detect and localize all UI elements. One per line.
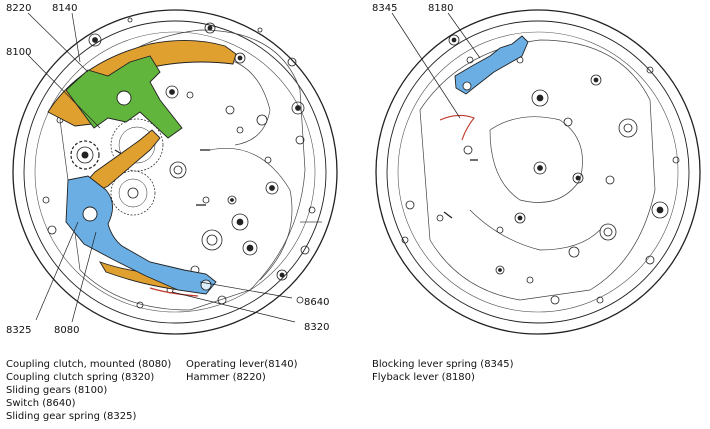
legend-item: Coupling clutch, mounted (8080) xyxy=(6,359,172,370)
left-bridge-outline-3 xyxy=(229,59,271,146)
right-plate-ring xyxy=(397,31,679,313)
coupling-clutch-spring-part xyxy=(149,287,199,297)
legend-right: Blocking lever spring (8345) Flyback lev… xyxy=(372,358,514,384)
callout-8100: 8100 xyxy=(6,47,31,58)
callout-8180: 8180 xyxy=(428,3,453,14)
callout-8080: 8080 xyxy=(54,325,79,336)
right-screws xyxy=(401,34,680,305)
right-bridge-outline-2 xyxy=(489,116,583,203)
left-screws xyxy=(42,17,316,309)
legend-item: Blocking lever spring (8345) xyxy=(372,359,514,370)
callout-8140: 8140 xyxy=(52,3,77,14)
left-bridge-outline xyxy=(59,29,306,311)
right-movement xyxy=(375,9,701,335)
coupling-clutch-jewel xyxy=(82,206,98,222)
right-leader-lines xyxy=(391,12,481,119)
legend-item: Sliding gear spring (8325) xyxy=(6,411,137,422)
legend-item: Hammer (8220) xyxy=(186,372,266,383)
legend-item: Flyback lever (8180) xyxy=(372,372,475,383)
blocking-lever-spring-part xyxy=(439,114,475,141)
left-gears xyxy=(70,118,164,216)
legend-item: Operating lever(8140) xyxy=(186,359,298,370)
right-bridge-outline-3 xyxy=(469,209,601,251)
callout-8220: 8220 xyxy=(6,3,31,14)
left-movement xyxy=(12,9,338,335)
legend-item: Sliding gears (8100) xyxy=(6,385,108,396)
callout-8320: 8320 xyxy=(304,322,329,333)
legend-item: Switch (8640) xyxy=(6,398,76,409)
flyback-lever-pivot xyxy=(462,81,472,91)
left-leader-lines xyxy=(27,12,296,323)
legend-item: Coupling clutch spring (8320) xyxy=(6,372,155,383)
left-bridge-outline-2 xyxy=(209,147,293,281)
coupling-clutch-part xyxy=(65,175,217,295)
left-case-inner xyxy=(23,20,327,324)
callout-8325: 8325 xyxy=(6,325,31,336)
left-plate-ring xyxy=(34,31,316,313)
callout-8640: 8640 xyxy=(304,297,329,308)
right-case-inner xyxy=(386,20,690,324)
right-case-outer xyxy=(375,9,701,335)
legend-left-col2: Operating lever(8140) Hammer (8220) xyxy=(186,358,298,384)
coupling-clutch-pivot xyxy=(200,279,212,291)
legend-left-col1: Coupling clutch, mounted (8080) Coupling… xyxy=(6,358,171,423)
callout-8345: 8345 xyxy=(372,3,397,14)
right-bridge-outline xyxy=(419,39,656,301)
right-screw-slots xyxy=(443,159,478,219)
sliding-gears-screw xyxy=(116,90,132,106)
flyback-lever-part xyxy=(454,35,529,95)
